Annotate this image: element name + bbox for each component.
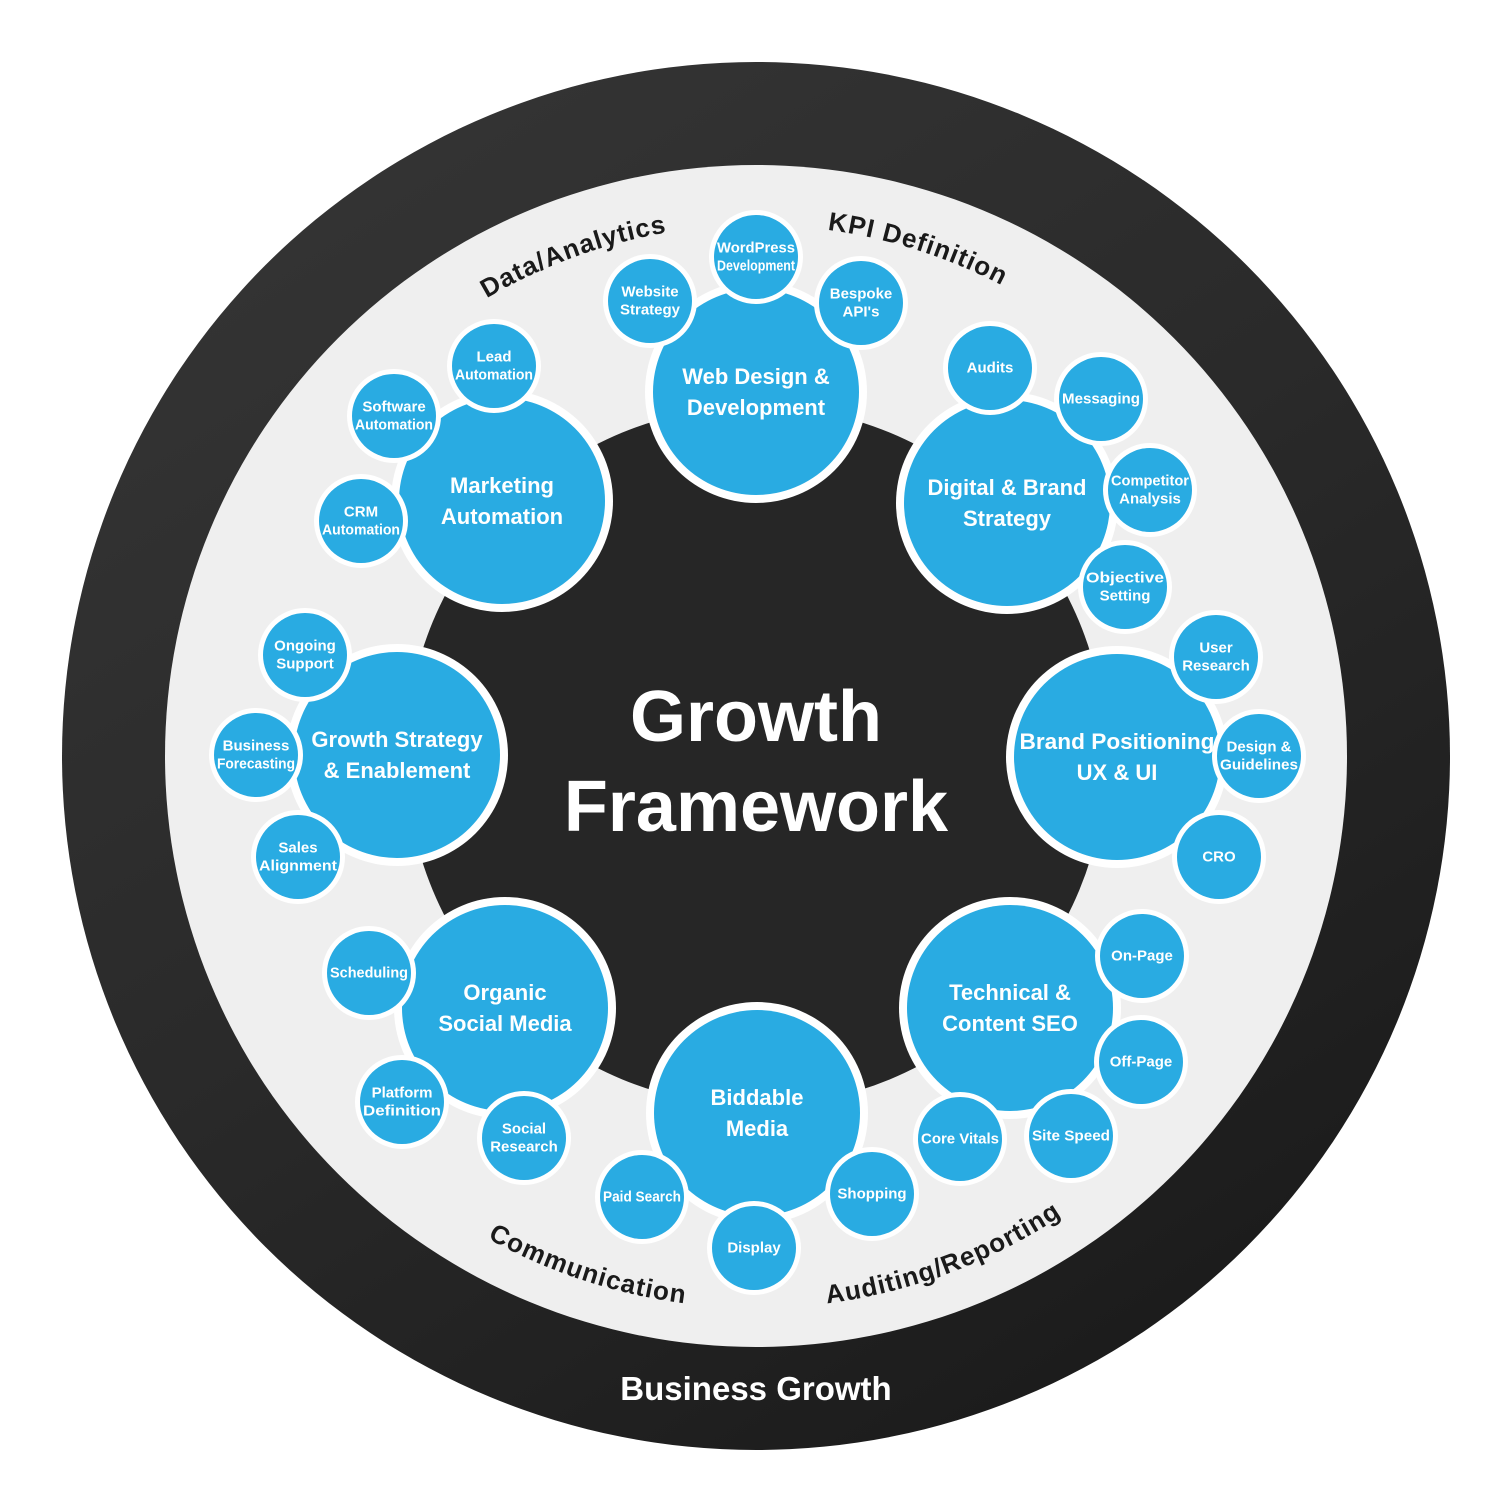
satellite-sales-alignment-label-line1: Sales bbox=[278, 840, 317, 857]
node-brand-positioning-ux-ui-label-line1: Brand Positioning bbox=[1020, 729, 1215, 754]
satellite-business-forecasting-circle bbox=[214, 713, 298, 797]
satellite-platform-definition-label-line1: Platform bbox=[372, 1085, 433, 1102]
satellite-design-guidelines-circle bbox=[1217, 714, 1301, 798]
satellite-crm-automation-label-line2: Automation bbox=[322, 522, 400, 539]
satellite-competitor-analysis-circle bbox=[1108, 448, 1192, 532]
satellite-ongoing-support-circle bbox=[263, 613, 347, 697]
satellite-on-page-circle bbox=[1100, 914, 1184, 998]
satellite-software-automation-circle bbox=[352, 374, 436, 458]
node-brand-positioning-ux-ui-label-line2: UX & UI bbox=[1077, 760, 1158, 785]
satellite-cro-label-line1: CRO bbox=[1202, 849, 1236, 866]
satellite-ongoing-support-label-line1: Ongoing bbox=[274, 638, 336, 655]
satellite-platform-definition-circle bbox=[360, 1060, 444, 1144]
satellite-objective-setting-label-line2: Setting bbox=[1100, 588, 1151, 605]
satellite-bespoke-apis-label-line1: Bespoke bbox=[830, 286, 893, 303]
node-web-design-development-label-line1: Web Design & bbox=[682, 364, 830, 389]
node-web-design-development-circle bbox=[653, 289, 859, 495]
satellite-paid-search-circle bbox=[600, 1155, 684, 1239]
satellite-user-research-label-line2: Research bbox=[1182, 658, 1250, 675]
satellite-sales-alignment-circle bbox=[256, 815, 340, 899]
node-marketing-automation-label-line1: Marketing bbox=[450, 473, 554, 498]
satellite-crm-automation-label-line1: CRM bbox=[344, 504, 378, 521]
satellite-off-page-label-line1: Off-Page bbox=[1110, 1054, 1173, 1071]
center-title-line1: Growth bbox=[630, 677, 882, 757]
node-biddable-media-label-line2: Media bbox=[726, 1116, 789, 1141]
satellite-messaging-label-line1: Messaging bbox=[1062, 391, 1140, 408]
center-title-line2: Framework bbox=[564, 767, 949, 847]
satellite-wordpress-development-label-line1: WordPress bbox=[717, 240, 795, 257]
satellite-site-speed-label-line1: Site Speed bbox=[1032, 1128, 1110, 1145]
satellite-design-guidelines-label-line1: Design & bbox=[1226, 739, 1291, 756]
satellite-core-vitals-circle bbox=[918, 1097, 1002, 1181]
satellite-bespoke-apis-label-line2: API's bbox=[843, 304, 880, 321]
node-growth-strategy-enablement-label-line1: Growth Strategy bbox=[311, 727, 483, 752]
satellite-paid-search-label-line1: Paid Search bbox=[603, 1189, 681, 1206]
node-web-design-development-label-line2: Development bbox=[687, 395, 826, 420]
satellite-user-research-label-line1: User bbox=[1199, 640, 1233, 657]
node-marketing-automation-circle bbox=[399, 398, 605, 604]
satellite-social-research-label-line1: Social bbox=[502, 1121, 546, 1138]
node-digital-brand-strategy-label-line2: Strategy bbox=[963, 506, 1052, 531]
satellite-website-strategy-label-line2: Strategy bbox=[620, 302, 681, 319]
node-marketing-automation-label-line2: Automation bbox=[441, 504, 563, 529]
satellite-website-strategy-label-line1: Website bbox=[621, 284, 678, 301]
satellite-display-label-line1: Display bbox=[727, 1240, 781, 1257]
satellite-wordpress-development-circle bbox=[714, 215, 798, 299]
node-digital-brand-strategy-label-line1: Digital & Brand bbox=[928, 475, 1087, 500]
satellite-scheduling-circle bbox=[327, 931, 411, 1015]
satellite-bespoke-apis-circle bbox=[819, 261, 903, 345]
satellite-user-research-circle bbox=[1174, 615, 1258, 699]
satellite-competitor-analysis-label-line1: Competitor bbox=[1111, 473, 1189, 490]
node-growth-strategy-enablement-label-line2: & Enablement bbox=[324, 758, 471, 783]
satellite-business-forecasting-label-line1: Business bbox=[223, 738, 290, 755]
satellite-ongoing-support-label-line2: Support bbox=[276, 656, 334, 673]
node-technical-content-seo-label-line2: Content SEO bbox=[942, 1011, 1078, 1036]
node-organic-social-media-label-line2: Social Media bbox=[438, 1011, 572, 1036]
node-digital-brand-strategy-circle bbox=[904, 400, 1110, 606]
satellite-off-page-circle bbox=[1099, 1020, 1183, 1104]
satellite-cro-circle bbox=[1177, 815, 1261, 899]
satellite-software-automation-label-line1: Software bbox=[362, 399, 425, 416]
satellite-lead-automation-label-line1: Lead bbox=[476, 349, 511, 366]
satellite-platform-definition-label-line2: Definition bbox=[363, 1103, 441, 1120]
node-biddable-media-label-line1: Biddable bbox=[711, 1085, 804, 1110]
satellite-lead-automation-circle bbox=[452, 324, 536, 408]
satellite-messaging-circle bbox=[1059, 357, 1143, 441]
node-technical-content-seo-label-line1: Technical & bbox=[949, 980, 1071, 1005]
satellite-business-forecasting-label-line2: Forecasting bbox=[217, 756, 295, 773]
satellite-scheduling-label-line1: Scheduling bbox=[330, 965, 408, 982]
satellite-lead-automation-label-line2: Automation bbox=[455, 367, 533, 384]
satellite-social-research-label-line2: Research bbox=[490, 1139, 558, 1156]
node-biddable-media-circle bbox=[654, 1010, 860, 1216]
satellite-software-automation-label-line2: Automation bbox=[355, 417, 433, 434]
node-organic-social-media-circle bbox=[402, 905, 608, 1111]
satellite-website-strategy-circle bbox=[608, 259, 692, 343]
satellite-site-speed-circle bbox=[1029, 1094, 1113, 1178]
satellite-on-page-label-line1: On-Page bbox=[1111, 948, 1173, 965]
satellite-core-vitals-label-line1: Core Vitals bbox=[921, 1131, 999, 1148]
node-brand-positioning-ux-ui-circle bbox=[1014, 654, 1220, 860]
satellite-audits-circle bbox=[948, 326, 1032, 410]
satellite-audits-label-line1: Audits bbox=[967, 360, 1014, 377]
satellite-objective-setting-label-line1: Objective bbox=[1086, 570, 1164, 587]
node-growth-strategy-enablement-circle bbox=[294, 652, 500, 858]
satellite-shopping-circle bbox=[830, 1152, 914, 1236]
satellite-objective-setting-circle bbox=[1083, 545, 1167, 629]
satellite-display-circle bbox=[712, 1206, 796, 1290]
business-growth-label: Business Growth bbox=[620, 1370, 891, 1407]
satellite-competitor-analysis-label-line2: Analysis bbox=[1119, 491, 1181, 508]
satellite-design-guidelines-label-line2: Guidelines bbox=[1220, 757, 1298, 774]
satellite-social-research-circle bbox=[482, 1096, 566, 1180]
satellite-shopping-label-line1: Shopping bbox=[837, 1186, 906, 1203]
satellite-wordpress-development-label-line2: Development bbox=[717, 258, 795, 275]
satellite-sales-alignment-label-line2: Alignment bbox=[259, 858, 337, 875]
node-technical-content-seo-circle bbox=[907, 905, 1113, 1111]
node-organic-social-media-label-line1: Organic bbox=[463, 980, 546, 1005]
satellite-crm-automation-circle bbox=[319, 479, 403, 563]
